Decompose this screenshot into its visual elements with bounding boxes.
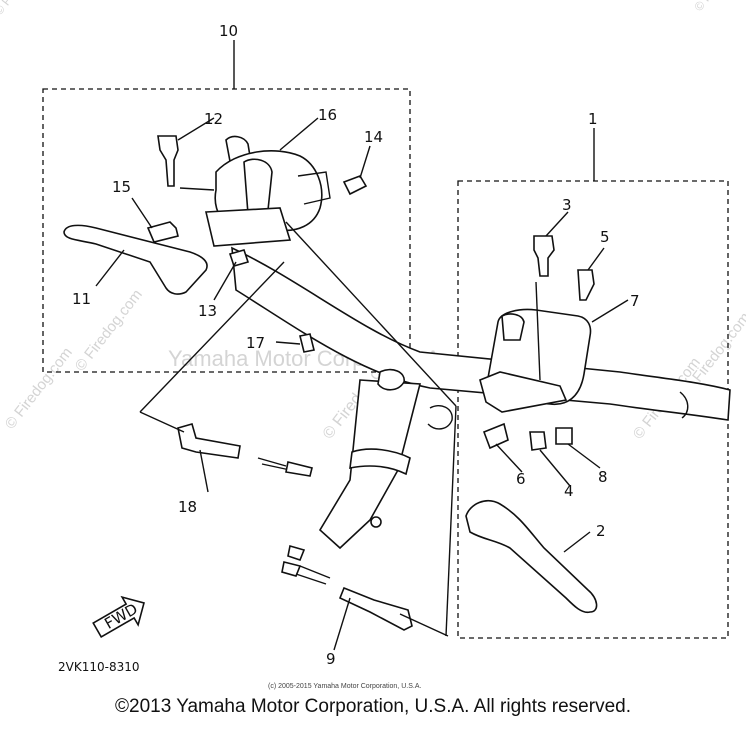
callout-6: 6 (516, 470, 526, 488)
left-lever-bracket (205, 150, 331, 247)
fwd-arrow: FWD (92, 595, 145, 639)
callout-7: 7 (630, 292, 640, 310)
callout-4: 4 (564, 482, 574, 500)
fork-assembly (318, 368, 453, 550)
lever-2 (465, 500, 598, 614)
callout-1: 1 (588, 110, 598, 128)
left-hardware (146, 135, 368, 353)
small-copyright: (c) 2005-2015 Yamaha Motor Corporation, … (268, 683, 421, 690)
watermark-firedog-top-left: © Firedog.com (0, 0, 51, 18)
leader-lines (95, 117, 629, 651)
callout-10: 10 (219, 22, 238, 40)
callout-16: 16 (318, 106, 337, 124)
callout-12: 12 (204, 110, 223, 128)
right-master-cylinder (479, 281, 592, 413)
lever-11 (63, 224, 208, 295)
callout-13: 13 (198, 302, 217, 320)
callout-9: 9 (326, 650, 336, 668)
callouts: 10 1 12 16 14 15 11 13 17 3 5 7 6 4 8 2 … (72, 22, 640, 668)
switch-9 (281, 544, 413, 631)
right-hardware (482, 235, 595, 451)
watermark-firedog-left: © Firedog.com (2, 344, 76, 432)
callout-17: 17 (246, 334, 265, 352)
callout-18: 18 (178, 498, 197, 516)
callout-2: 2 (596, 522, 606, 540)
callout-11: 11 (72, 290, 91, 308)
callout-3: 3 (562, 196, 572, 214)
switch-18 (177, 423, 313, 477)
callout-5: 5 (600, 228, 610, 246)
callout-8: 8 (598, 468, 608, 486)
callout-14: 14 (364, 128, 383, 146)
part-code: 2VK110-8310 (58, 660, 140, 674)
assembly-box-10 (42, 88, 411, 373)
watermark-firedog-top-right: © Firedog.com (691, 0, 746, 14)
callout-15: 15 (112, 178, 131, 196)
footer-copyright: ©2013 Yamaha Motor Corporation, U.S.A. A… (115, 696, 631, 717)
